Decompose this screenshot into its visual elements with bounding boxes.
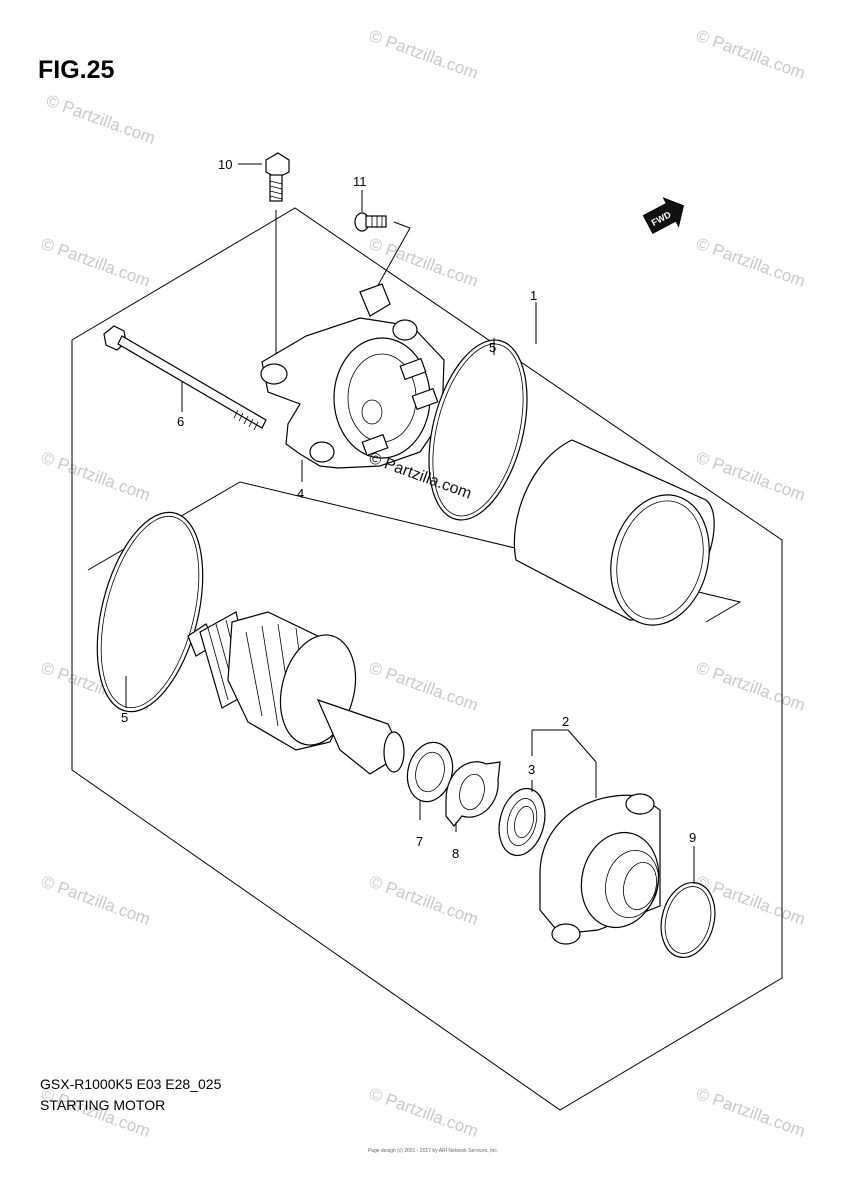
callout-7: 7 (416, 834, 423, 849)
assembly-outline (71, 207, 783, 1111)
watermark: © Partzilla.com (694, 658, 808, 715)
watermark: © Partzilla.com (39, 448, 153, 505)
watermark: © Partzilla.com (367, 872, 481, 929)
watermark: © Partzilla.com (694, 234, 808, 291)
callout-labels: 1 2 3 4 5 5 6 7 8 9 10 11 (121, 157, 696, 861)
callout-1: 1 (530, 288, 537, 303)
oil-seal-part-3 (498, 787, 546, 857)
assembly-title: STARTING MOTOR (40, 1097, 166, 1113)
leader-line (371, 221, 411, 297)
watermark: © Partzilla.com (367, 26, 481, 83)
callout-5-upper: 5 (489, 340, 496, 355)
callout-5-lower: 5 (121, 710, 128, 725)
watermark: © Partzilla.com (694, 26, 808, 83)
callout-4: 4 (297, 486, 304, 501)
forward-arrow-icon: FWD (642, 197, 685, 234)
watermark: © Partzilla.com (367, 1084, 481, 1141)
watermark: © Partzilla.com (44, 91, 158, 148)
watermark: © Partzilla.com (694, 1084, 808, 1141)
model-code: GSX-R1000K5 E03 E28_025 (40, 1076, 222, 1092)
callout-6: 6 (177, 414, 184, 429)
copyright-fine-print: Page design (c) 2001 - 2017 by ARI Netwo… (367, 1148, 499, 1154)
o-ring-part-9 (660, 881, 716, 959)
armature (187, 611, 405, 775)
watermark: © Partzilla.com (694, 448, 808, 505)
watermark: © Partzilla.com (39, 234, 153, 291)
o-ring-inner (432, 343, 524, 517)
lock-washer-part-8 (445, 761, 501, 827)
o-ring-part-5-lower (96, 511, 204, 713)
figure-title: FIG.25 (38, 56, 115, 84)
callout-11: 11 (353, 174, 367, 189)
callout-8: 8 (452, 846, 459, 861)
callout-10: 10 (218, 157, 232, 172)
watermark: © Partzilla.com (39, 872, 153, 929)
housing-end-part-2 (539, 793, 661, 945)
o-ring-part-5-upper (428, 339, 528, 521)
callout-2: 2 (562, 714, 569, 729)
watermark: © Partzilla.com (367, 658, 481, 715)
callout-3: 3 (528, 762, 535, 777)
callout-9: 9 (689, 830, 696, 845)
motor-yoke-housing (513, 439, 715, 626)
end-cover-part-4 (260, 283, 445, 469)
screw-part-11 (354, 212, 387, 232)
bolt-part-10 (265, 152, 290, 202)
long-bolt-part-6 (103, 325, 267, 431)
leader-lines (125, 163, 695, 884)
watermark: © Partzilla.com (367, 234, 481, 291)
